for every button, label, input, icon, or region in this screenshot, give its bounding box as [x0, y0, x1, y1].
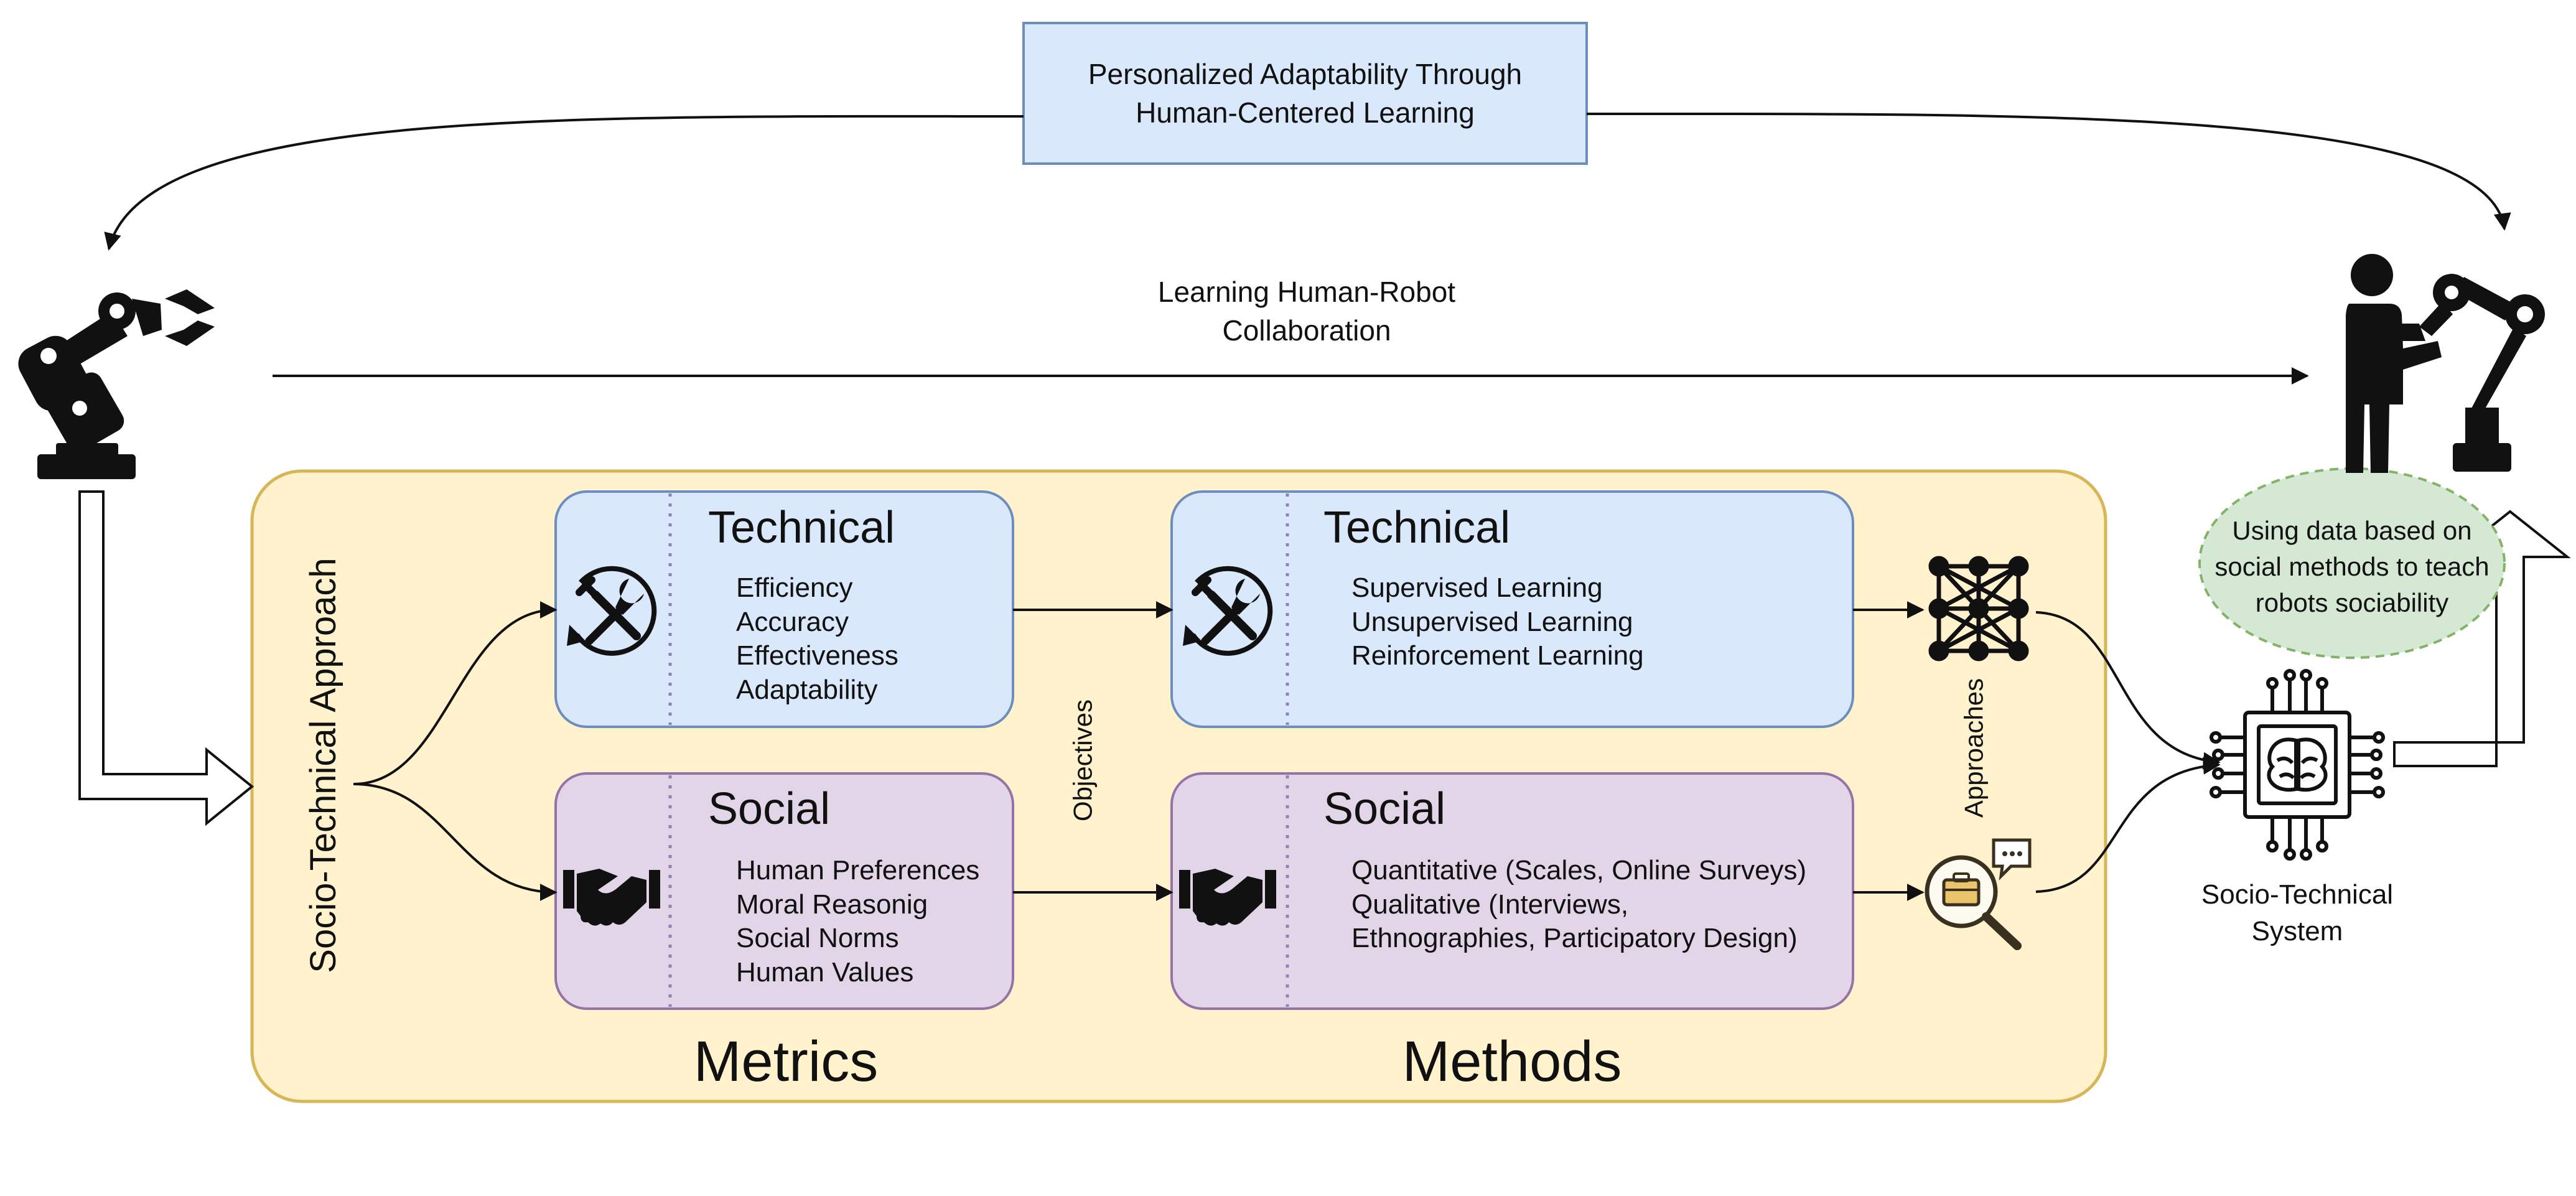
- methods-label: Methods: [1402, 1029, 1622, 1093]
- system-label-line: Socio-Technical: [2201, 879, 2394, 910]
- tools-icon: [567, 566, 657, 656]
- magnifier-briefcase-icon: [1925, 838, 2032, 950]
- collaboration-line: Collaboration: [1222, 314, 1391, 347]
- list-item: Adaptability: [736, 674, 878, 705]
- robot-to-approach-arrow: [78, 490, 254, 826]
- methods-social-title: Social: [1323, 784, 1446, 834]
- methods-technical-title: Technical: [1323, 503, 1511, 553]
- social-note-text: Using data based on social methods to te…: [2200, 513, 2504, 621]
- list-item: Reinforcement Learning: [1351, 640, 1644, 671]
- system-label-line: System: [2251, 916, 2343, 947]
- tools-icon: [1183, 566, 1273, 656]
- top-box-title: Personalized Adaptability Through Human-…: [1024, 55, 1587, 132]
- research-to-system-arrow: [2035, 757, 2221, 893]
- list-item: Supervised Learning: [1351, 572, 1603, 603]
- collaboration-label: Learning Human-Robot Collaboration: [996, 273, 1618, 350]
- objectives-label: Objectives: [1068, 699, 1098, 822]
- handshake-icon: [563, 869, 660, 926]
- list-item: Qualitative (Interviews,: [1351, 889, 1629, 920]
- list-item: Human Preferences: [736, 855, 980, 885]
- top-box-line: Personalized Adaptability Through: [1088, 58, 1523, 90]
- metrics-label: Metrics: [693, 1029, 879, 1093]
- social-note-line: Using data based on: [2232, 516, 2472, 545]
- neural-to-system-arrow: [2035, 611, 2221, 770]
- metrics-technical-title: Technical: [708, 503, 895, 553]
- neural-network-icon: [1928, 556, 2029, 661]
- list-item: Ethnographies, Participatory Design): [1351, 923, 1798, 954]
- top-box: [1022, 22, 1588, 165]
- approach-title: Socio-Technical Approach: [302, 558, 343, 973]
- list-item: Moral Reasonig: [736, 889, 928, 920]
- branch-arrow-technical: [353, 601, 558, 785]
- top-left-curve-arrow: [104, 114, 1024, 251]
- methods-social-list: Quantitative (Scales, Online Surveys) Qua…: [1351, 854, 1806, 956]
- social-note-line: robots sociability: [2255, 587, 2449, 617]
- top-box-line: Human-Centered Learning: [1136, 96, 1475, 129]
- list-item: Effectiveness: [736, 640, 898, 671]
- list-item: Unsupervised Learning: [1351, 606, 1633, 637]
- top-right-curve-arrow: [1586, 112, 2511, 231]
- list-item: Accuracy: [736, 606, 849, 637]
- list-item: Quantitative (Scales, Online Surveys): [1351, 855, 1807, 885]
- approaches-label: Approaches: [1959, 678, 1989, 818]
- list-item: Social Norms: [736, 923, 899, 954]
- list-item: Human Values: [736, 956, 914, 988]
- collaboration-line: Learning Human-Robot: [1157, 276, 1456, 308]
- human-robot-icon: [2346, 254, 2545, 473]
- list-item: Efficiency: [736, 572, 853, 603]
- brain-chip-icon: [2210, 669, 2385, 861]
- robot-arm-icon: [18, 289, 215, 479]
- branch-arrow-social: [353, 783, 558, 901]
- metrics-social-title: Social: [708, 784, 831, 834]
- social-note-line: social methods to teach: [2214, 551, 2490, 581]
- handshake-icon: [1179, 869, 1276, 926]
- system-label: Socio-Technical System: [2173, 876, 2422, 950]
